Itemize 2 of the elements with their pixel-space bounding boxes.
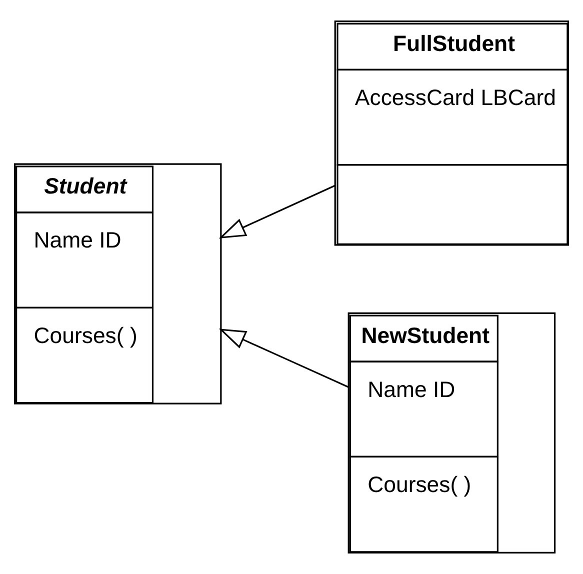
arrow: [218, 328, 349, 388]
arrow: [218, 184, 336, 239]
